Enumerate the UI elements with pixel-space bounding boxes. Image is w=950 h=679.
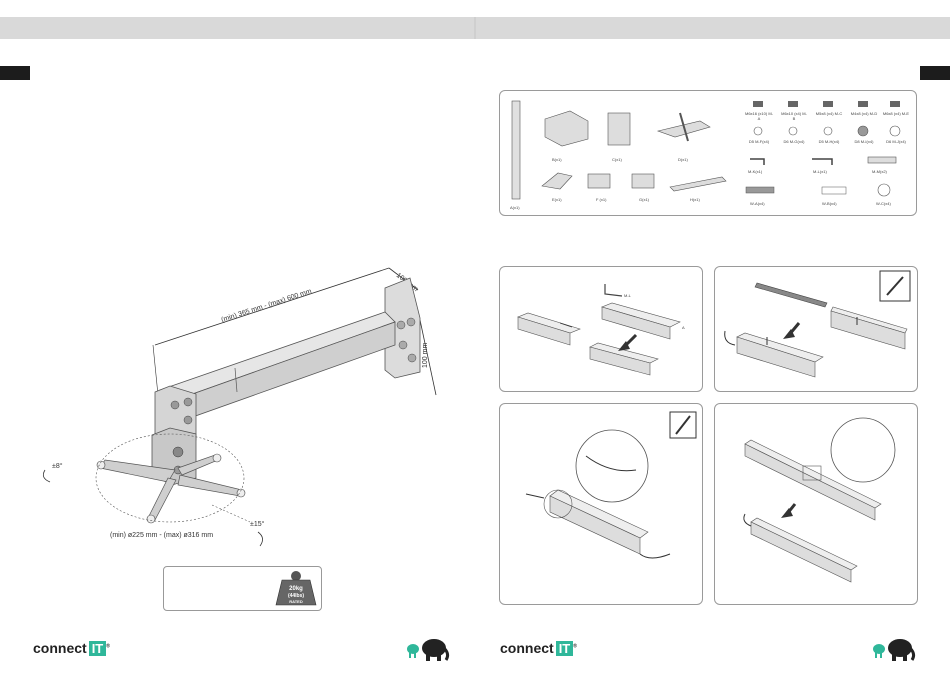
brand-trademark: ® bbox=[106, 643, 110, 650]
part-g-label: G(x1) bbox=[639, 197, 649, 202]
parts-list-panel: A(x1) B(x1) C(x1) D(x1) E(x1) F (x1) G(x… bbox=[499, 90, 917, 216]
top-bar bbox=[0, 17, 950, 39]
step-2-panel bbox=[714, 266, 918, 392]
left-page-tab bbox=[0, 66, 30, 80]
weight-rated: RATED bbox=[289, 599, 303, 604]
spider-arm bbox=[147, 477, 177, 521]
step-1-illustration bbox=[517, 284, 681, 376]
part-me-label: M6x8 (x4) M-E bbox=[882, 111, 910, 116]
elephant-logo-icon bbox=[873, 639, 916, 661]
part-mk-label: M-K(x1) bbox=[748, 169, 763, 174]
part-mj-label: D6 M-J(x4) bbox=[886, 139, 906, 144]
height-label: 100 mm bbox=[422, 343, 429, 368]
part-h-label: H(x1) bbox=[690, 197, 700, 202]
diameter-label: (min) ø225 mm - (max) ø316 mm bbox=[110, 532, 213, 539]
weight-box bbox=[163, 566, 322, 611]
part-mf-label: D5 M-F(x4) bbox=[748, 139, 770, 144]
step-4-panel bbox=[714, 403, 918, 605]
part-mi-label: D8 M-I(x4) bbox=[854, 139, 874, 144]
part-mh-label: D5 M-H(x4) bbox=[818, 139, 840, 144]
part-f-label: F (x1) bbox=[596, 197, 607, 202]
tilt-label: ±8° bbox=[52, 462, 63, 470]
length-dimension-line bbox=[154, 267, 390, 346]
part-c-label: C(x1) bbox=[612, 157, 622, 162]
step-3-panel bbox=[499, 403, 703, 605]
part-a-label: A(x1) bbox=[510, 205, 520, 210]
brand-word: connect bbox=[33, 640, 87, 656]
spider-arm bbox=[177, 474, 243, 497]
mount-diagram: (min) 365 mm - (max) 600 mm 100 mm 100 m… bbox=[42, 267, 437, 606]
part-e-label: E(x1) bbox=[552, 197, 562, 202]
part-mc-label: M5x8 (x4) M-C bbox=[815, 111, 843, 116]
step-ml-label: M-L bbox=[624, 293, 631, 298]
brand-trademark: ® bbox=[573, 643, 577, 650]
brand-mark: IT bbox=[555, 641, 574, 656]
swivel-range-ellipse bbox=[95, 433, 245, 523]
part-ml-label: M-L(x1) bbox=[813, 169, 827, 174]
part-mb-label: M6x10 (x4) M-B bbox=[781, 111, 807, 121]
step-a-label: A bbox=[682, 325, 685, 330]
part-wa-label: W-A(x4) bbox=[750, 201, 765, 206]
weight-rating-icon bbox=[275, 571, 317, 606]
part-wc-label: W-C(x4) bbox=[876, 201, 891, 206]
part-md-label: M4x8 (x4) M-D bbox=[850, 111, 878, 116]
step-3-illustration bbox=[525, 411, 697, 559]
brand-word: connect bbox=[500, 640, 554, 656]
step-4-illustration bbox=[743, 417, 896, 583]
elephant-logo-icon bbox=[407, 639, 450, 661]
swivel-label: ±15° bbox=[250, 520, 265, 528]
weight-value: 20kg bbox=[289, 586, 303, 592]
step-1-panel: M-L A bbox=[499, 266, 703, 392]
page-split bbox=[474, 17, 476, 39]
part-wb-label: W-B(x4) bbox=[822, 201, 837, 206]
part-ma-label: M6x16 (x10) M-A bbox=[744, 111, 773, 121]
part-b-label: B(x1) bbox=[552, 157, 562, 162]
part-mm-label: M-M(x2) bbox=[872, 169, 887, 174]
brand-mark: IT bbox=[88, 641, 107, 656]
part-d-label: D(x1) bbox=[678, 157, 688, 162]
depth-dimension-line bbox=[388, 267, 419, 291]
right-page-tab bbox=[920, 66, 950, 80]
length-label: (min) 365 mm - (max) 600 mm bbox=[220, 288, 312, 324]
parts-illustration bbox=[511, 100, 901, 200]
step-2-illustration bbox=[724, 270, 911, 378]
part-mg-label: D6 M-G(x4) bbox=[783, 139, 805, 144]
weight-lbs: (44lbs) bbox=[288, 593, 304, 599]
height-dimension-line bbox=[419, 319, 437, 396]
